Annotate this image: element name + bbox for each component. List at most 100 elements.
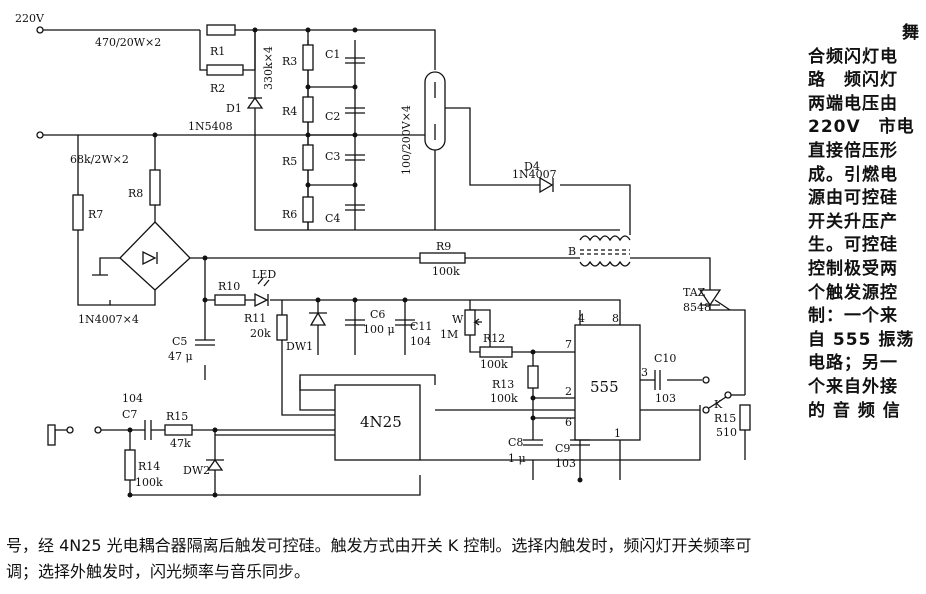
label-r5: R5: [282, 155, 297, 168]
label-d4-part: 1N4007: [512, 168, 557, 181]
label-c8-val: 1 μ: [508, 452, 526, 465]
label-d1: D1: [226, 102, 242, 115]
label-c9-val: 103: [555, 457, 576, 470]
label-pin4: 4: [578, 312, 585, 325]
label-r6: R6: [282, 208, 297, 221]
capacitor-c11: [395, 319, 415, 326]
resistor-r13: [527, 365, 539, 389]
audio-jack: [47, 424, 56, 446]
label-dw1: DW1: [286, 340, 313, 353]
label-r-pair: 470/20W×2: [95, 36, 161, 49]
label-r2: R2: [210, 82, 225, 95]
label-r8-pair: 68k/2W×2: [70, 153, 129, 166]
label-r15: R15: [714, 412, 736, 425]
diode-d4: [539, 176, 554, 194]
side-line: 个触发源控: [808, 282, 898, 303]
label-pin6: 6: [565, 416, 572, 429]
mains-terminal-top: [36, 26, 44, 34]
label-pin2: 2: [565, 385, 572, 398]
label-c8: C8: [508, 436, 523, 449]
capacitor-c5: [195, 339, 215, 346]
label-r-quad: 330k×4: [262, 46, 275, 90]
label-r7: R7: [88, 208, 103, 221]
label-led: LED: [252, 268, 276, 281]
label-c4: C4: [325, 212, 340, 225]
label-c10: C10: [654, 352, 676, 365]
label-w: W: [452, 313, 464, 326]
label-c11: C11: [410, 320, 432, 333]
label-taz: TAZ: [683, 286, 706, 299]
resistor-r9: [419, 252, 466, 264]
label-pin7: 7: [565, 338, 572, 351]
label-c2: C2: [325, 110, 340, 123]
capacitor-c6: [345, 319, 365, 326]
components: [36, 24, 751, 498]
label-c3: C3: [325, 150, 340, 163]
side-line: 制：一个来: [808, 306, 898, 327]
mains-terminal-bottom: [36, 131, 44, 139]
bottom-line: 号，经 4N25 光电耦合器隔离后触发可控硅。触发方式由开关 K 控制。选择内触…: [6, 536, 752, 555]
capacitor-c4: [345, 204, 365, 211]
label-r14-val: 100k: [135, 476, 163, 489]
side-line: 控制极受两: [808, 258, 898, 279]
side-line: 直接倍压形: [808, 140, 898, 161]
label-k: K: [714, 398, 723, 411]
side-line: 成。引燃电: [808, 164, 898, 185]
circuit-schematic: 220V 470/20W×2 R1 R2 R3 R4 R5 R6 330k×4 …: [15, 12, 751, 498]
label-r11: R11: [244, 312, 266, 325]
resistor-r12: [479, 346, 513, 358]
side-line: 源由可控硅: [808, 188, 898, 209]
optocoupler-4n25: [334, 384, 421, 461]
label-r1: R1: [210, 45, 225, 58]
ic-555: [574, 324, 641, 441]
label-r13-val: 100k: [490, 392, 518, 405]
label-pin3: 3: [641, 366, 648, 379]
label-cap-quad: 100/200V×4: [400, 105, 413, 175]
label-r9-val: 100k: [432, 265, 460, 278]
transformer-b: [579, 235, 631, 267]
junction-dots: [127, 27, 583, 498]
zener-dw2: [206, 458, 224, 471]
label-r10: R10: [218, 280, 240, 293]
side-line: 电路；另一: [808, 353, 898, 374]
label-c5-val: 47 μ: [168, 350, 193, 363]
flash-tube: [424, 71, 446, 151]
label-c7: C7: [122, 408, 137, 421]
label-r11-val: 20k: [250, 327, 271, 340]
capacitor-c1: [345, 57, 365, 64]
label-r3: R3: [282, 55, 297, 68]
resistor-r4: [302, 96, 314, 123]
switch-k: [702, 376, 732, 414]
side-line: 个来自外接: [808, 376, 898, 397]
label-c1: C1: [325, 48, 340, 61]
resistor-r6: [302, 196, 314, 223]
side-line: 合频闪灯电: [808, 46, 898, 67]
side-line: 220V 市电: [808, 117, 915, 138]
resistor-r14: [124, 449, 136, 481]
capacitor-c9: [570, 439, 590, 446]
capacitor-c10: [654, 370, 661, 390]
resistor-r11: [276, 314, 288, 341]
capacitor-c7: [144, 420, 152, 440]
label-r12-val: 100k: [480, 358, 508, 371]
label-r15-val: 510: [716, 426, 737, 439]
led: [254, 292, 269, 308]
label-r9: R9: [436, 240, 451, 253]
wires: [40, 29, 746, 496]
resistor-r15: [739, 404, 751, 431]
label-c9: C9: [555, 442, 570, 455]
diode-d1: [246, 96, 264, 109]
resistor-r7: [72, 194, 84, 231]
label-r12: R12: [483, 332, 505, 345]
label-pin1: 1: [614, 427, 621, 440]
resistor-r1: [206, 24, 236, 36]
resistor-r5: [302, 144, 314, 171]
label-w-val: 1M: [440, 328, 458, 341]
label-mains: 220V: [15, 12, 45, 25]
label-c5: C5: [172, 335, 187, 348]
bottom-description: 号，经 4N25 光电耦合器隔离后触发可控硅。触发方式由开关 K 控制。选择内触…: [6, 533, 920, 585]
label-dw2: DW2: [183, 464, 210, 477]
resistor-r10: [214, 294, 246, 306]
side-line: 开关升压产: [808, 211, 898, 232]
side-line: 的 音 频 信: [808, 400, 901, 421]
